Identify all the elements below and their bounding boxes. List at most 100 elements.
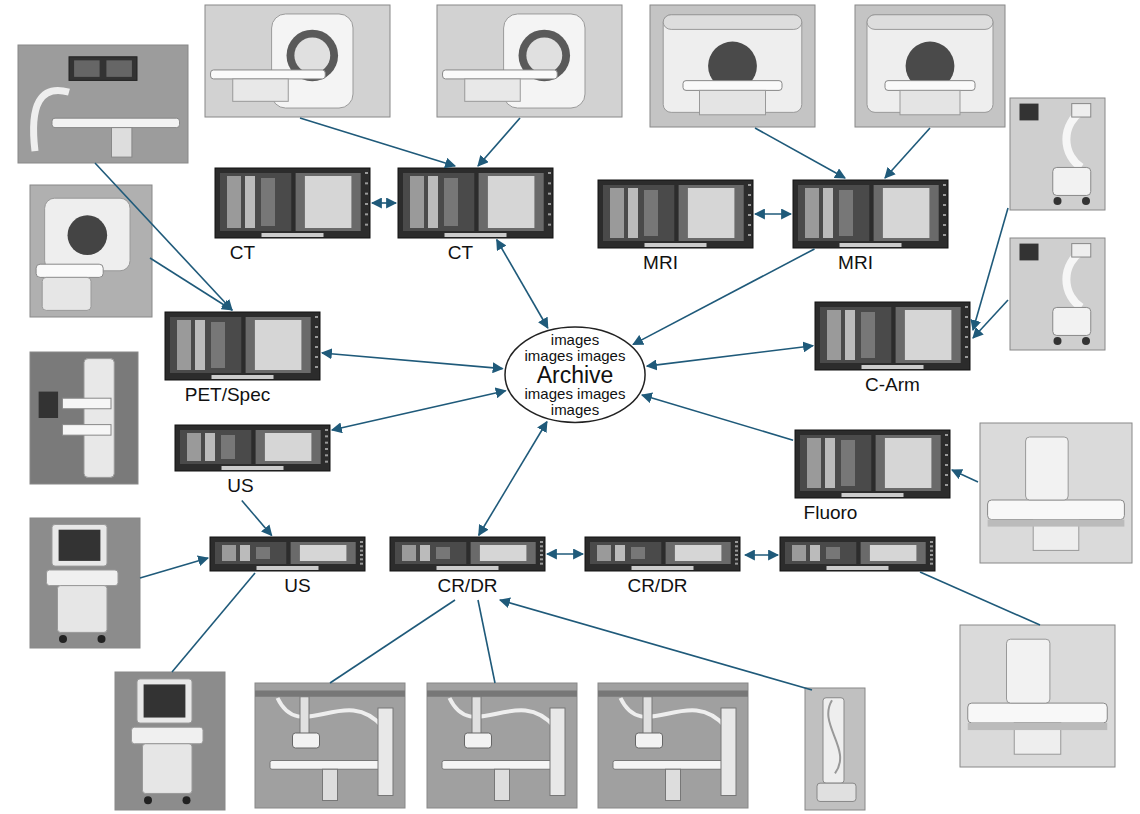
screen bbox=[820, 307, 891, 363]
monitor-frame bbox=[585, 537, 740, 571]
keyboard bbox=[840, 243, 902, 247]
screen-image bbox=[227, 176, 241, 228]
connector bbox=[755, 213, 791, 215]
device-part bbox=[132, 727, 204, 744]
device-part bbox=[84, 359, 114, 478]
workstation-monitor bbox=[175, 425, 330, 471]
text-holder: US bbox=[220, 575, 375, 596]
screen bbox=[246, 317, 311, 373]
screen bbox=[785, 542, 856, 564]
device-part bbox=[855, 5, 1005, 127]
device-part bbox=[1082, 337, 1090, 345]
monitor-tick bbox=[548, 182, 551, 184]
monitor-tick bbox=[360, 554, 363, 556]
screen-image bbox=[187, 433, 201, 461]
monitor-tick bbox=[943, 234, 946, 236]
workstation-monitor bbox=[215, 168, 370, 238]
connector bbox=[497, 240, 548, 328]
screen-image bbox=[805, 188, 819, 238]
device-part bbox=[143, 744, 193, 794]
screen bbox=[403, 173, 474, 231]
monitor-tick bbox=[325, 429, 328, 431]
workstation-monitor bbox=[585, 537, 740, 571]
screen-image bbox=[644, 190, 658, 236]
connector bbox=[547, 553, 583, 555]
screen bbox=[170, 317, 241, 373]
device-part bbox=[885, 81, 975, 91]
workstation-label: Fluoro bbox=[801, 502, 861, 523]
text-holder: CT bbox=[383, 242, 538, 263]
monitor-tick bbox=[943, 204, 946, 206]
device-part bbox=[817, 783, 856, 801]
device-part bbox=[636, 733, 663, 748]
device-photo bbox=[650, 5, 815, 127]
leader-line bbox=[172, 573, 255, 672]
monitor-tick bbox=[325, 448, 328, 450]
device-part bbox=[52, 525, 107, 567]
device-part bbox=[1066, 251, 1081, 307]
monitor-tick bbox=[548, 172, 551, 174]
monitor-tick bbox=[360, 545, 363, 547]
workstation: MRI bbox=[598, 180, 753, 248]
device-part bbox=[137, 679, 192, 723]
screen-image bbox=[615, 545, 625, 561]
screen-image bbox=[845, 310, 855, 360]
screen bbox=[896, 307, 961, 363]
text-holder: US bbox=[163, 475, 318, 496]
screen-image bbox=[883, 188, 930, 238]
device-part bbox=[1007, 639, 1050, 703]
device-part bbox=[1010, 238, 1105, 350]
device-part bbox=[98, 635, 106, 643]
leader-line bbox=[885, 128, 930, 178]
device-part bbox=[968, 703, 1108, 723]
device-part bbox=[59, 530, 101, 561]
screen bbox=[215, 542, 286, 564]
device-photo bbox=[1010, 98, 1105, 210]
device-part bbox=[58, 586, 108, 633]
workstation: Fluoro bbox=[795, 430, 950, 498]
archive-ellipse: imagesimages imagesArchiveimages imagesi… bbox=[504, 326, 646, 423]
monitor-tick bbox=[748, 234, 751, 236]
monitor-tick bbox=[943, 214, 946, 216]
device-part bbox=[666, 769, 681, 800]
device-part bbox=[721, 708, 736, 796]
workstation-label: CT bbox=[445, 242, 476, 263]
screen bbox=[876, 435, 941, 491]
device-part bbox=[30, 352, 138, 484]
device-part bbox=[42, 277, 91, 310]
screen bbox=[291, 542, 356, 564]
connector bbox=[332, 391, 506, 430]
screen-image bbox=[825, 438, 835, 488]
device-part bbox=[144, 684, 186, 717]
screen-image bbox=[211, 322, 225, 368]
device-part bbox=[183, 796, 191, 804]
leader-line bbox=[973, 208, 1008, 330]
screen bbox=[798, 185, 869, 241]
monitor-tick bbox=[945, 484, 948, 486]
monitor-tick bbox=[965, 306, 968, 308]
screen-image bbox=[610, 188, 624, 238]
monitor-frame bbox=[390, 537, 545, 571]
device-part bbox=[442, 761, 562, 770]
screen-image bbox=[221, 435, 235, 459]
monitor-tick bbox=[735, 554, 738, 556]
device-photo bbox=[18, 45, 188, 163]
monitor-tick bbox=[930, 550, 933, 552]
device-photo bbox=[115, 672, 225, 810]
monitor-tick bbox=[735, 545, 738, 547]
monitor-tick bbox=[945, 454, 948, 456]
screen bbox=[479, 173, 544, 231]
screen-image bbox=[410, 176, 424, 228]
monitor-frame bbox=[175, 425, 330, 471]
ellipse-shape bbox=[505, 327, 645, 422]
screen-image bbox=[195, 320, 205, 370]
screen-image bbox=[675, 545, 722, 561]
monitor-frame bbox=[598, 180, 753, 248]
screen-image bbox=[444, 178, 458, 226]
workstation: MRI bbox=[793, 180, 948, 248]
monitor-frame bbox=[210, 537, 365, 571]
workstation-label: MRI bbox=[835, 252, 876, 273]
device-part bbox=[443, 70, 558, 79]
leader-line bbox=[973, 300, 1008, 338]
monitor-frame bbox=[165, 312, 320, 380]
